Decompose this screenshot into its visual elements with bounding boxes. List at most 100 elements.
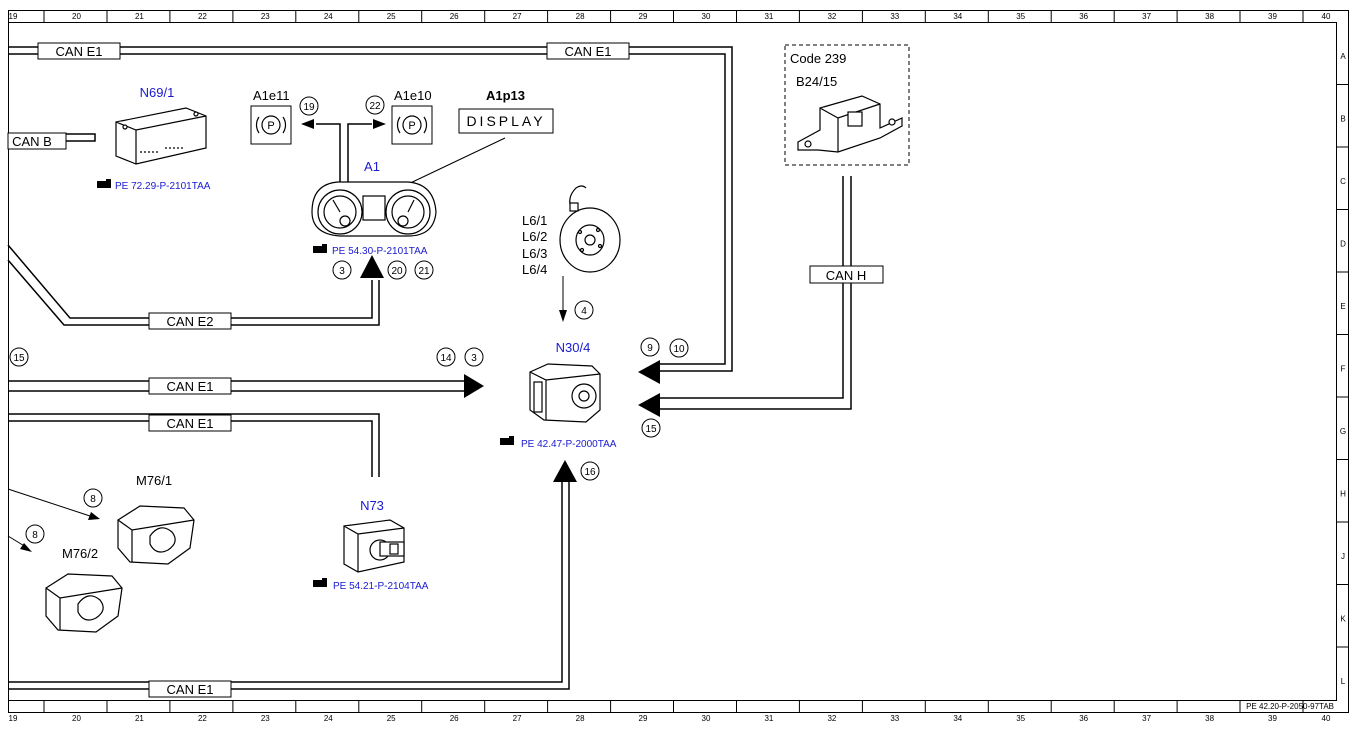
column-number-36: 36 [1079, 714, 1088, 723]
callout-19 [299, 96, 319, 116]
can-b-label: CAN B [12, 134, 52, 149]
column-number-20: 20 [72, 12, 81, 21]
can-e1-top-right-label: CAN E1 [565, 44, 612, 59]
a1p13-name: A1p13 [486, 88, 525, 103]
column-number-29: 29 [639, 714, 648, 723]
callout-3b [464, 347, 484, 367]
code-239-box [784, 44, 910, 166]
a1-name: A1 [364, 159, 380, 174]
row-letter-C: C [1340, 177, 1346, 186]
m76-1-actuator [117, 505, 195, 565]
can-e1-low-box [148, 414, 232, 432]
can-e1-top-right-box [546, 42, 630, 60]
n30-4-name: N30/4 [556, 340, 591, 355]
pointing-hand-icon [313, 578, 327, 587]
n30-4-module [529, 363, 601, 423]
arrowhead-icon [20, 119, 660, 552]
column-number-28: 28 [576, 714, 585, 723]
a1e10-symbol-letter: P [408, 120, 415, 132]
callout-20 [387, 260, 407, 280]
a1p13-display-text: DISPLAY [466, 113, 545, 129]
code-239-label: Code 239 [790, 51, 846, 66]
callout-16-text: 16 [584, 467, 596, 478]
n30-4-ref: PE 42.47-P-2000TAA [521, 439, 617, 450]
a1e10-name: A1e10 [394, 88, 432, 103]
column-number-35: 35 [1016, 12, 1025, 21]
m76-2-actuator [45, 573, 123, 633]
can-e1-mid-label: CAN E1 [167, 379, 214, 394]
l6-4-name: L6/4 [522, 262, 547, 277]
callout-10 [669, 338, 689, 358]
column-number-24: 24 [324, 714, 333, 723]
b24-15-name: B24/15 [796, 74, 837, 89]
can-e2-label: CAN E2 [167, 314, 214, 329]
column-number-22: 22 [198, 12, 207, 21]
column-number-28: 28 [576, 12, 585, 21]
column-number-39: 39 [1268, 714, 1277, 723]
can-e1-bottom-box [148, 680, 232, 698]
column-number-23: 23 [261, 714, 270, 723]
a1e11-symbol-letter: P [267, 120, 274, 132]
column-number-21: 21 [135, 12, 144, 21]
callout-4-text: 4 [581, 306, 587, 317]
column-number-20: 20 [72, 714, 81, 723]
can-e1-top-left-label: CAN E1 [56, 44, 103, 59]
m76-2-name: M76/2 [62, 546, 98, 561]
pointing-hand-icon [313, 244, 327, 253]
n69-1-ref: PE 72.29-P-2101TAA [115, 181, 211, 192]
column-number-40: 40 [1322, 714, 1331, 723]
n73-name: N73 [360, 498, 384, 513]
column-number-26: 26 [450, 714, 459, 723]
a1e11-lamp [250, 105, 292, 145]
pointing-hand-icon [500, 436, 514, 445]
callout-8b-text: 8 [32, 530, 38, 541]
parking-brake-icon [255, 115, 287, 135]
n73-ref: PE 54.21-P-2104TAA [333, 581, 429, 592]
column-number-27: 27 [513, 714, 522, 723]
column-number-33: 33 [890, 714, 899, 723]
column-number-31: 31 [764, 12, 773, 21]
column-number-29: 29 [639, 12, 648, 21]
column-number-37: 37 [1142, 714, 1151, 723]
a1e10-lamp [391, 105, 433, 145]
can-h-label: CAN H [826, 268, 866, 283]
b24-15-sensor [797, 95, 903, 153]
row-letter-G: G [1340, 427, 1346, 436]
column-number-34: 34 [953, 714, 962, 723]
callout-21-text: 21 [418, 266, 430, 277]
callout-8a-text: 8 [90, 494, 96, 505]
row-letter-K: K [1340, 615, 1346, 624]
callout-3b-text: 3 [471, 353, 477, 364]
callout-3a [332, 260, 352, 280]
column-number-32: 32 [827, 714, 836, 723]
row-letter-F: F [1341, 365, 1346, 374]
row-letter-E: E [1340, 302, 1345, 311]
column-number-30: 30 [702, 12, 711, 21]
pointing-hand-icon [97, 179, 111, 188]
can-h-box [809, 265, 884, 284]
callout-9-text: 9 [647, 343, 653, 354]
n69-1-name: N69/1 [140, 85, 175, 100]
column-number-32: 32 [827, 12, 836, 21]
column-number-38: 38 [1205, 714, 1214, 723]
column-number-24: 24 [324, 12, 333, 21]
column-number-40: 40 [1322, 12, 1331, 21]
column-number-21: 21 [135, 714, 144, 723]
column-number-26: 26 [450, 12, 459, 21]
bus-label-boxes [7, 42, 884, 698]
column-number-35: 35 [1016, 714, 1025, 723]
callout-10-text: 10 [673, 344, 685, 355]
callout-22-text: 22 [369, 101, 381, 112]
callout-19-text: 19 [303, 102, 315, 113]
callout-15a-text: 15 [13, 353, 25, 364]
callout-15a [9, 347, 29, 367]
column-number-38: 38 [1205, 12, 1214, 21]
callout-16 [580, 461, 600, 481]
column-number-19: 19 [9, 714, 18, 723]
frame [8, 10, 1349, 713]
callout-3a-text: 3 [339, 266, 345, 277]
l6-3-name: L6/3 [522, 246, 547, 261]
column-number-25: 25 [387, 714, 396, 723]
